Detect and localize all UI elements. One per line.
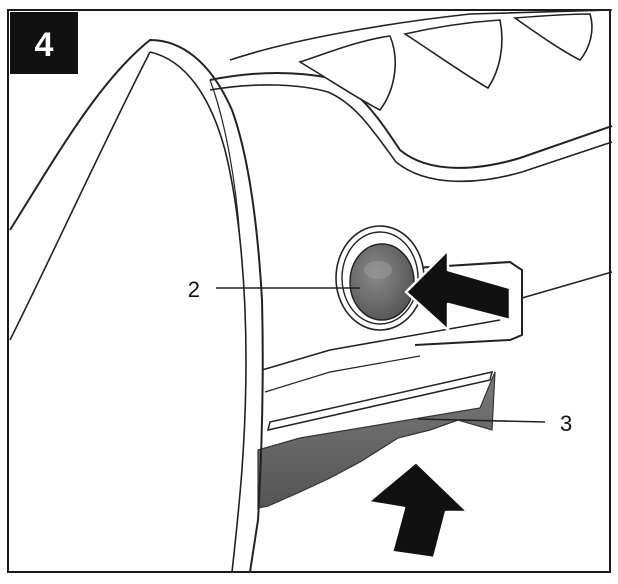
lift-arrow-icon [366,460,470,560]
panel-line-2 [264,355,421,393]
release-button [349,243,415,321]
push-arrow-icon [404,248,512,332]
housing-ridge [229,9,613,61]
housing-top-curve [209,72,613,169]
callout-2-label: 2 [188,277,200,302]
housing-fin-1 [298,35,396,112]
lever-top-edge [266,371,494,431]
button-bracket [414,260,523,346]
front-shell-edge [9,51,151,341]
housing-fin-3 [512,13,593,61]
callout-3-leader [417,418,546,423]
front-shell-outer [9,38,264,573]
front-shell-inner [149,51,247,573]
housing-fin-2 [402,19,503,90]
front-shell-fold [209,79,241,241]
step-number: 4 [35,26,54,64]
panel-line-1 [261,319,501,371]
callout-3-label: 3 [560,411,572,436]
housing-top-curve-inner [209,84,613,183]
step-badge [10,12,78,74]
lever-shape [257,371,496,509]
button-highlight [364,261,392,279]
housing-line [521,271,613,299]
